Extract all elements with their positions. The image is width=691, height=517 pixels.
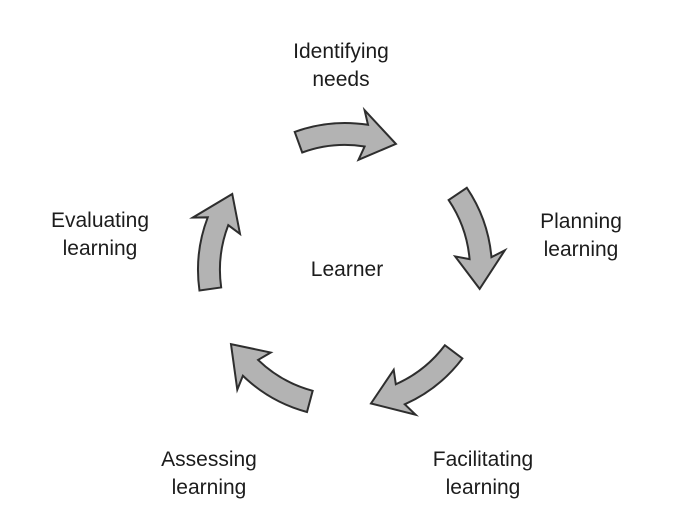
stage-label-line: learning: [62, 237, 138, 260]
stage-label-identifying-needs: Identifying needs: [293, 38, 389, 94]
arrow-assessing-to-evaluating: [210, 330, 324, 431]
stage-label-line: Identifying: [293, 40, 389, 63]
stage-label-line: learning: [543, 238, 619, 261]
stage-label-line: learning: [171, 476, 247, 499]
stage-label-line: needs: [312, 68, 370, 91]
stage-label-assessing-learning: Assessing learning: [161, 446, 257, 502]
stage-label-line: learning: [445, 476, 521, 499]
stage-label-line: Planning: [540, 210, 622, 233]
stage-label-line: Assessing: [161, 448, 257, 471]
stage-label-evaluating-learning: Evaluating learning: [51, 207, 149, 263]
stage-label-line: Facilitating: [432, 448, 534, 471]
arrow-planning-to-facilitating: [438, 181, 514, 294]
stage-label-facilitating-learning: Facilitating learning: [433, 446, 533, 502]
arrow-identifying-to-planning: [293, 109, 397, 161]
stage-label-line: Evaluating: [50, 209, 150, 232]
arrow-evaluating-to-identifying: [177, 185, 249, 298]
stage-label-planning-learning: Planning learning: [540, 208, 622, 264]
arrow-facilitating-to-assessing: [361, 334, 476, 433]
center-label-learner: Learner: [310, 258, 384, 281]
